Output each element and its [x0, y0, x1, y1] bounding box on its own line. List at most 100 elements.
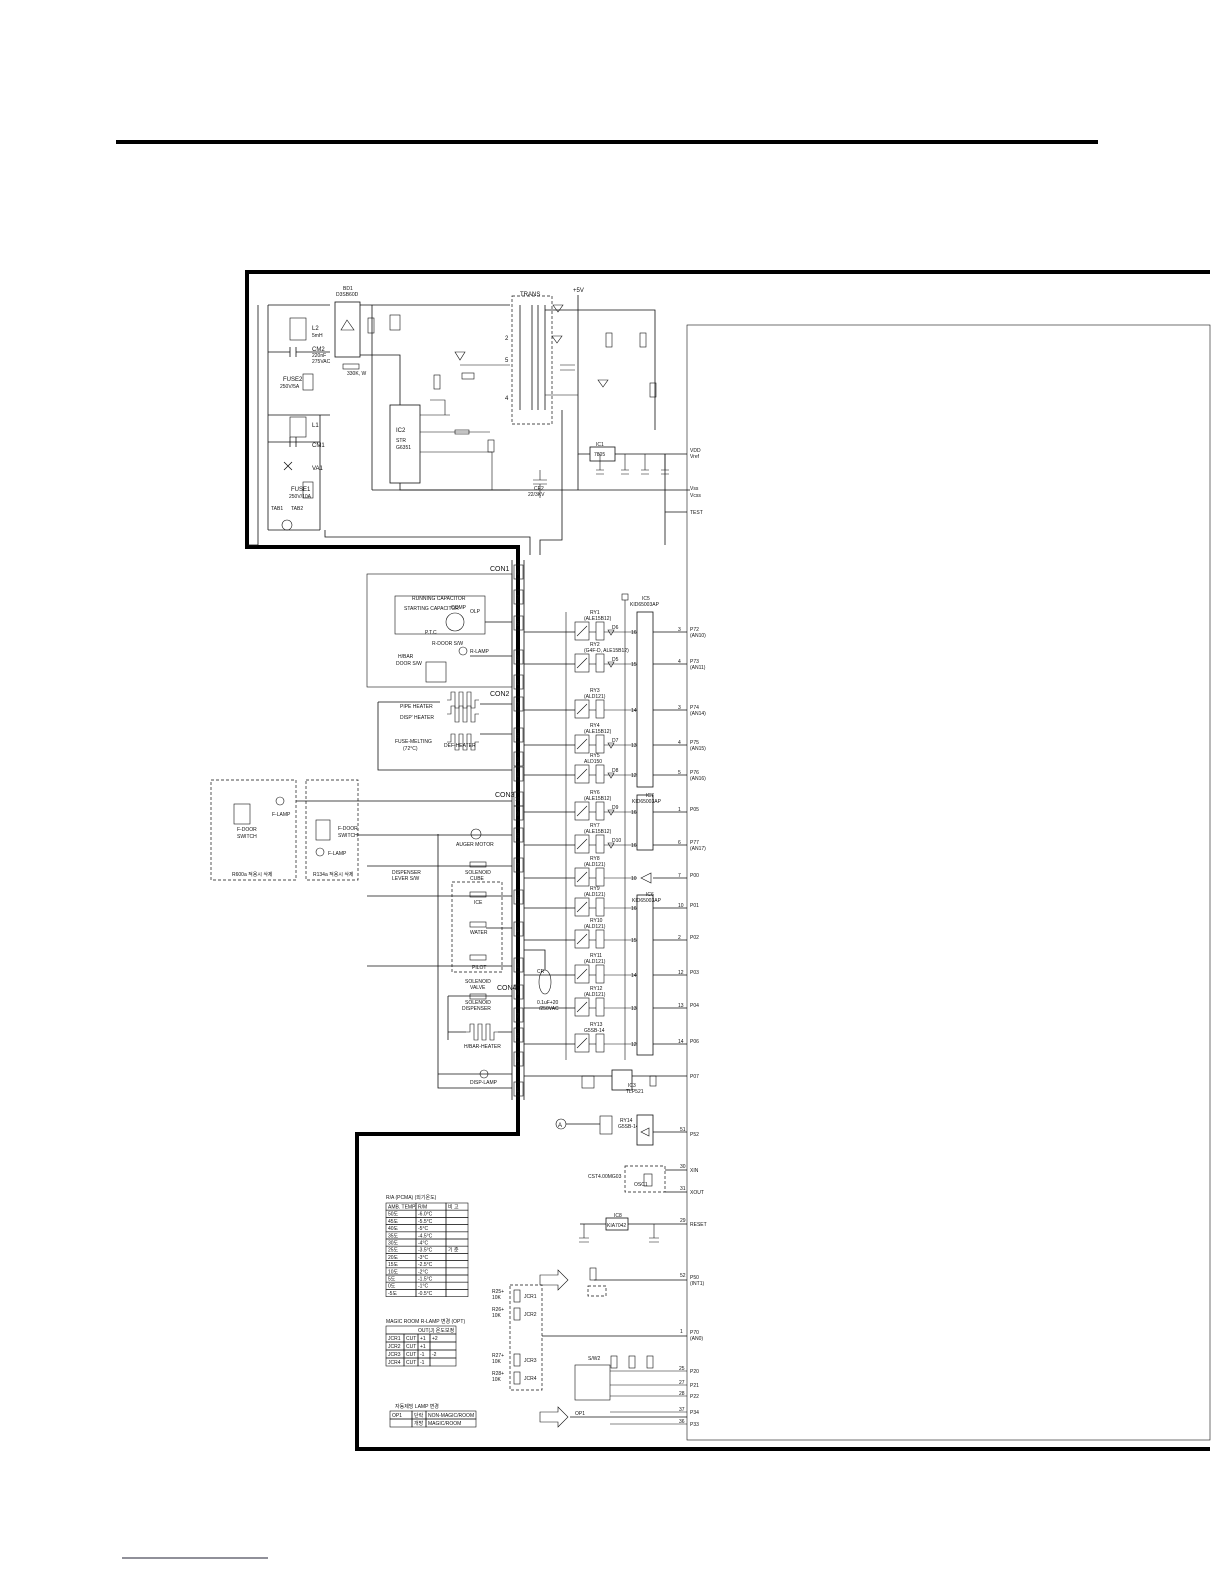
port-pin: 37	[679, 1407, 685, 1413]
relay-part: (ALD121)	[584, 892, 606, 898]
con2-pins: 7 5 3 1	[513, 696, 524, 782]
auger-motor-label: AUGER MOTOR	[456, 842, 494, 848]
svg-text:5: 5	[516, 834, 520, 840]
comp-label: COMP	[451, 605, 467, 611]
temp-table-cell: -1.5°C	[418, 1277, 433, 1283]
ic3-optocoupler-section: IC3 TLP521 P07	[524, 1069, 699, 1095]
transformer-box	[511, 295, 553, 425]
oscillator-section: CST4.00MG03 OSC1 XIN XOUT 30 31	[588, 1164, 704, 1196]
jumper-table-cell: +1	[420, 1344, 426, 1350]
cm1-label: CM1	[312, 443, 325, 449]
schematic-frame	[245, 270, 1210, 1451]
node-a-label: A	[558, 1123, 562, 1129]
ic3-label: IC3	[628, 1083, 636, 1089]
relay-part: G5SB-14	[584, 1028, 605, 1034]
fuse2-symbol	[302, 373, 314, 391]
svg-text:2: 2	[505, 336, 509, 342]
jumper-table-cell: -2	[432, 1352, 437, 1358]
relay-pin-in: 12	[631, 773, 637, 779]
relay-pin-out: 3	[678, 705, 681, 711]
jumper-table-cell: CUT	[406, 1352, 416, 1358]
temp-table-cell: R/M	[418, 1205, 427, 1211]
op1-label: OP1	[575, 1411, 585, 1417]
temp-table-cell: -4.5°C	[418, 1233, 433, 1239]
port-p33: P33	[690, 1422, 699, 1428]
ce2-label: CE2	[534, 486, 544, 492]
power-supply-section: L2 5mH CM2 220nF 275VAC FUSE2 250V/5A L1…	[267, 286, 703, 545]
temp-table-cell: -5.5°C	[418, 1219, 433, 1225]
ic8-part: KIA7042	[607, 1223, 626, 1229]
f-lamp-right-label: F-LAMP	[328, 851, 347, 857]
resonator-label: CST4.00MG03	[588, 1174, 622, 1180]
temp-table-cell: -3°C	[418, 1255, 428, 1261]
cm2-value: 220nF	[312, 353, 326, 359]
relay-diode: D9	[612, 805, 619, 811]
cr-value2: /250VAC	[539, 1006, 559, 1012]
arrow-op1	[539, 1406, 569, 1428]
relay-name: RY9	[590, 886, 600, 892]
f-door-switch-right: F-DOOR	[338, 826, 358, 832]
ic6-part: KID65003AP	[632, 898, 662, 904]
svg-text:9: 9	[516, 991, 520, 997]
svg-text:1: 1	[516, 773, 520, 779]
fuse-temp-label: (72°C)	[403, 746, 418, 752]
jumper-res-name: R28+	[492, 1371, 504, 1377]
osc-label: OSC1	[634, 1182, 648, 1188]
relay-part: (ALD121)	[584, 924, 606, 930]
vdd-label: VDD	[690, 448, 701, 454]
transformer-label: TRANS	[520, 292, 540, 298]
relay-pin-out: 1	[678, 807, 681, 813]
relay-pin-in: 14	[631, 708, 637, 714]
jumper-label: JCR3	[524, 1358, 537, 1364]
con2-label: CON2	[490, 691, 510, 698]
svg-text:1: 1	[516, 681, 520, 687]
f-lamp-left-label: F-LAMP	[272, 812, 291, 818]
p52-port: P52	[690, 1132, 699, 1138]
svg-text:1: 1	[680, 1329, 683, 1335]
cr-value: 0.1uF+20	[537, 1000, 558, 1006]
con3-pins: 11 9 5 7 5 3 1	[513, 791, 524, 973]
opt-table-cell: MAGIC/ROOM	[428, 1421, 461, 1427]
relay-diode: D7	[612, 738, 619, 744]
box-left-caption: R600a 적용시 삭제	[232, 871, 273, 878]
temp-table-cell: -2°C	[418, 1269, 428, 1275]
temp-table-cell: 기 준	[448, 1247, 459, 1254]
relay-name: RY1	[590, 610, 600, 616]
relay-part: (ALE15B12)	[584, 616, 612, 622]
arrow-p50	[539, 1269, 569, 1291]
f-door-switch-left: F-DOOR	[237, 827, 257, 833]
fuse1-symbol	[302, 481, 314, 499]
ce2-value: 22/3KV	[528, 492, 545, 498]
relay-port: P03	[690, 970, 699, 976]
r1-label: 330K, W	[347, 371, 366, 377]
relay-pin-out: 13	[678, 1003, 684, 1009]
temp-table-cell: -6.0°C	[418, 1212, 433, 1218]
temp-table-cell: -4°C	[418, 1241, 428, 1247]
relay-name: RY3	[590, 688, 600, 694]
jumper-label: JCR1	[524, 1294, 537, 1300]
ac-source-symbol	[281, 519, 293, 531]
p50-port: P50	[690, 1275, 699, 1281]
fdoor-box-right	[305, 779, 359, 881]
relay-pin-out: 10	[678, 903, 684, 909]
opt-table-title: 자동제빙 LAMP 변경	[395, 1403, 439, 1410]
jumper-table-cell: CUT	[406, 1336, 416, 1342]
svg-text:3: 3	[516, 758, 520, 764]
svg-text:7: 7	[516, 864, 520, 870]
f-door-switch-left2: SWITCH	[237, 834, 257, 840]
relay-pin-in: 15	[631, 662, 637, 668]
hbar-door-label2: DOOR S/W	[396, 661, 422, 667]
relay-port-sub: (AN10)	[690, 633, 706, 639]
ic2-regulator	[389, 404, 421, 484]
temp-table-cell: 25도	[388, 1248, 399, 1254]
reset-port: RESET	[690, 1222, 707, 1228]
ic7-label: IC7	[646, 793, 654, 799]
hbar-door-label: H/BAR	[398, 654, 414, 660]
temp-table-cell: -0.5°C	[418, 1291, 433, 1297]
temp-table-cell: 5도	[388, 1277, 396, 1283]
